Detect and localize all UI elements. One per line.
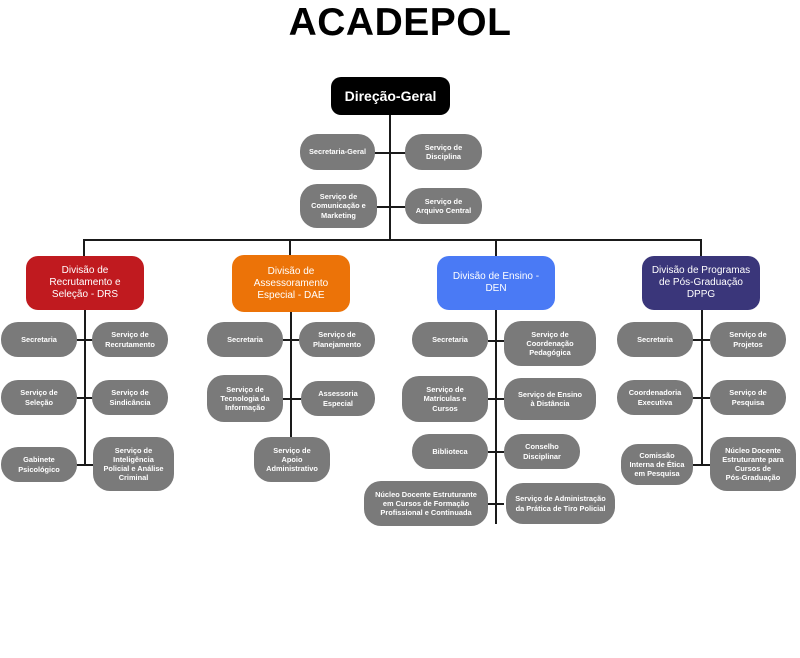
connector-line <box>283 398 301 400</box>
service-node[interactable]: Coordenadoria Executiva <box>617 380 693 415</box>
service-node[interactable]: Núcleo Docente Estruturante em Cursos de… <box>364 481 488 526</box>
service-node[interactable]: Serviço de Pesquisa <box>710 380 786 415</box>
service-node[interactable]: Serviço de Sindicância <box>92 380 168 415</box>
connector-line <box>701 310 703 466</box>
connector-line <box>692 397 710 399</box>
connector-line <box>83 239 702 241</box>
connector-line <box>692 339 710 341</box>
service-node[interactable]: Serviço de Seleção <box>1 380 77 415</box>
service-node[interactable]: Serviço de Matrículas e Cursos <box>402 376 488 422</box>
service-node[interactable]: Assessoria Especial <box>301 381 375 416</box>
service-node[interactable]: Serviço de Inteligência Policial e Análi… <box>93 437 174 491</box>
service-node[interactable]: Secretaria <box>1 322 77 357</box>
connector-line <box>84 310 86 466</box>
connector-line <box>700 239 702 257</box>
connector-line <box>77 397 93 399</box>
connector-line <box>77 464 93 466</box>
connector-line <box>290 312 292 438</box>
service-node[interactable]: Conselho Disciplinar <box>504 434 580 469</box>
connector-line <box>692 464 710 466</box>
connector-line <box>488 503 504 505</box>
service-node[interactable]: Serviço de Planejamento <box>299 322 375 357</box>
chart-title: ACADEPOL <box>288 1 512 44</box>
service-node[interactable]: Secretaria <box>617 322 693 357</box>
connector-line <box>367 152 411 154</box>
director-service-node[interactable]: Serviço de Arquivo Central <box>405 188 482 224</box>
connector-line <box>83 239 85 257</box>
service-node[interactable]: Serviço de Apoio Administrativo <box>254 437 330 482</box>
service-node[interactable]: Serviço de Ensino à Distância <box>504 378 596 420</box>
division-node-dae[interactable]: Divisão de Assessoramento Especial - DAE <box>232 255 350 312</box>
division-node-dppg[interactable]: Divisão de Programas de Pós-Graduação DP… <box>642 256 760 310</box>
connector-line <box>376 206 406 208</box>
service-node[interactable]: Comissão Interna de Ética em Pesquisa <box>621 444 693 485</box>
division-node-drs[interactable]: Divisão de Recrutamento e Seleção - DRS <box>26 256 144 310</box>
service-node[interactable]: Núcleo Docente Estruturante para Cursos … <box>710 437 796 491</box>
director-service-node[interactable]: Secretaria-Geral <box>300 134 375 170</box>
service-node[interactable]: Serviço de Recrutamento <box>92 322 168 357</box>
service-node[interactable]: Serviço de Coordenação Pedagógica <box>504 321 596 366</box>
division-node-den[interactable]: Divisão de Ensino - DEN <box>437 256 555 310</box>
service-node[interactable]: Secretaria <box>412 322 488 357</box>
connector-line <box>488 340 504 342</box>
service-node[interactable]: Serviço de Administração da Prática de T… <box>506 483 615 524</box>
connector-line <box>289 239 291 257</box>
connector-line <box>488 451 504 453</box>
connector-line <box>77 339 93 341</box>
service-node[interactable]: Biblioteca <box>412 434 488 469</box>
service-node[interactable]: Serviço de Tecnologia da Informação <box>207 375 283 422</box>
service-node[interactable]: Serviço de Projetos <box>710 322 786 357</box>
service-node[interactable]: Secretaria <box>207 322 283 357</box>
connector-line <box>495 310 497 524</box>
connector-line <box>488 398 504 400</box>
service-node[interactable]: Gabinete Psicológico <box>1 447 77 482</box>
director-service-node[interactable]: Serviço de Disciplina <box>405 134 482 170</box>
connector-line <box>283 339 299 341</box>
connector-line <box>389 114 391 241</box>
director-node[interactable]: Direção-Geral <box>331 77 450 115</box>
director-service-node[interactable]: Serviço de Comunicação e Marketing <box>300 184 377 228</box>
connector-line <box>495 239 497 257</box>
